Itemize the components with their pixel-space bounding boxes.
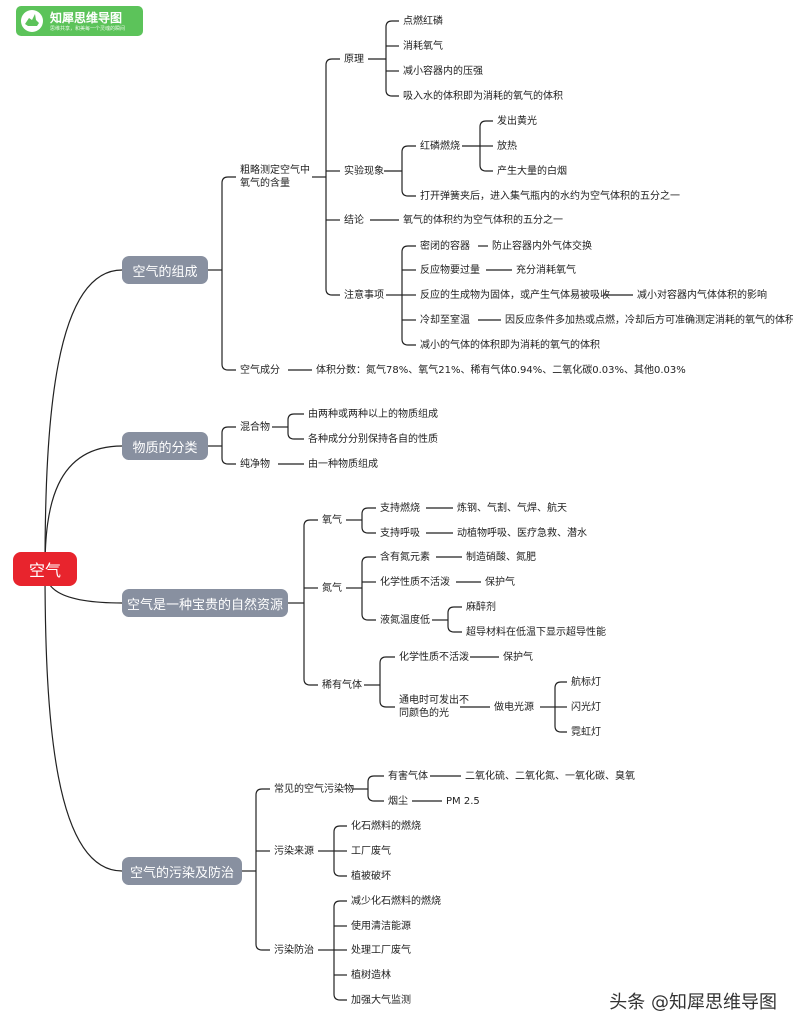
pollutant-1-detail[interactable]: 二氧化硫、二氧化氮、一氧化碳、臭氧 [465, 771, 635, 782]
rhino-logo-icon [21, 10, 43, 32]
leaf-prevention-1[interactable]: 减少化石燃料的燃烧 [351, 896, 441, 907]
node-notes[interactable]: 注意事项 [344, 290, 384, 301]
note-1-label[interactable]: 密闭的容器 [420, 241, 470, 252]
oxygen-2-label[interactable]: 支持呼吸 [380, 528, 420, 539]
leaf-prevention-5[interactable]: 加强大气监测 [351, 995, 411, 1006]
note-4-detail[interactable]: 因反应条件多加热或点燃，冷却后方可准确测定消耗的氧气的体积 [505, 315, 793, 326]
leaf-source-1[interactable]: 化石燃料的燃烧 [351, 821, 421, 832]
branch-composition[interactable]: 空气的组成 [122, 256, 208, 284]
leaf-prevention-3[interactable]: 处理工厂废气 [351, 945, 411, 956]
nitrogen-2-detail[interactable]: 保护气 [485, 577, 515, 588]
leaf-lamp-3[interactable]: 霓虹灯 [571, 727, 601, 738]
leaf-principle-3[interactable]: 减小容器内的压强 [403, 66, 483, 77]
node-mixture[interactable]: 混合物 [240, 422, 270, 433]
rare-light-use[interactable]: 做电光源 [494, 702, 534, 713]
node-prevention[interactable]: 污染防治 [274, 945, 314, 956]
leaf-prevention-2[interactable]: 使用清洁能源 [351, 921, 411, 932]
rare-light-label[interactable]: 通电时可发出不同颜色的光 [399, 695, 469, 719]
leaf-source-2[interactable]: 工厂废气 [351, 846, 391, 857]
pollutant-2-detail[interactable]: PM 2.5 [446, 796, 480, 807]
branch-classification[interactable]: 物质的分类 [122, 432, 208, 460]
pollutant-1-label[interactable]: 有害气体 [388, 771, 428, 782]
leaf-lamp-1[interactable]: 航标灯 [571, 677, 601, 688]
watermark: 头条 @知犀思维导图 [609, 992, 777, 1013]
nitrogen-2-label[interactable]: 化学性质不活泼 [380, 577, 450, 588]
node-rare-gas[interactable]: 稀有气体 [322, 680, 362, 691]
node-liquid-nitrogen[interactable]: 液氮温度低 [380, 615, 430, 626]
oxygen-2-detail[interactable]: 动植物呼吸、医疗急救、潜水 [457, 528, 587, 539]
leaf-principle-2[interactable]: 消耗氧气 [403, 41, 443, 52]
note-3-label[interactable]: 反应的生成物为固体，或产生气体易被吸收 [420, 290, 610, 301]
nitrogen-1-detail[interactable]: 制造硝酸、氮肥 [466, 552, 536, 563]
note-1-detail[interactable]: 防止容器内外气体交换 [492, 241, 592, 252]
leaf-prevention-4[interactable]: 植树造林 [351, 970, 391, 981]
root-node[interactable]: 空气 [13, 552, 77, 586]
node-pure[interactable]: 纯净物 [240, 459, 270, 470]
leaf-conclusion[interactable]: 氧气的体积约为空气体积的五分之一 [403, 215, 563, 226]
oxygen-1-detail[interactable]: 炼钢、气割、气焊、航天 [457, 503, 567, 514]
brand-logo: 知犀思维导图 思维共享，和美每一个灵魂的瞬间 [16, 6, 143, 36]
leaf-burn-1[interactable]: 发出黄光 [497, 116, 537, 127]
node-sources[interactable]: 污染来源 [274, 846, 314, 857]
leaf-lamp-2[interactable]: 闪光灯 [571, 702, 601, 713]
logo-slogan: 思维共享，和美每一个灵魂的瞬间 [50, 26, 126, 32]
leaf-burn-3[interactable]: 产生大量的白烟 [497, 166, 567, 177]
node-pollutants[interactable]: 常见的空气污染物 [274, 784, 354, 795]
note-5-label[interactable]: 减小的气体的体积即为消耗的氧气的体积 [420, 340, 600, 351]
node-components[interactable]: 空气成分 [240, 365, 280, 376]
note-3-detail[interactable]: 减小对容器内气体体积的影响 [637, 290, 767, 301]
note-2-detail[interactable]: 充分消耗氧气 [516, 265, 576, 276]
node-nitrogen[interactable]: 氮气 [322, 583, 342, 594]
node-conclusion[interactable]: 结论 [344, 215, 364, 226]
leaf-source-3[interactable]: 植被破坏 [351, 871, 391, 882]
rare-inert-detail[interactable]: 保护气 [503, 652, 533, 663]
nitrogen-1-label[interactable]: 含有氮元素 [380, 552, 430, 563]
leaf-principle-4[interactable]: 吸入水的体积即为消耗的氧气的体积 [403, 91, 563, 102]
oxygen-1-label[interactable]: 支持燃烧 [380, 503, 420, 514]
branch-resource[interactable]: 空气是一种宝贵的自然资源 [122, 589, 288, 617]
leaf-pure[interactable]: 由一种物质组成 [308, 459, 378, 470]
leaf-liquid-nitrogen-2[interactable]: 超导材料在低温下显示超导性能 [466, 627, 606, 638]
pollutant-2-label[interactable]: 烟尘 [388, 796, 408, 807]
logo-name: 知犀思维导图 [50, 11, 123, 25]
node-phosphorus-burn[interactable]: 红磷燃烧 [420, 141, 460, 152]
node-phenomena[interactable]: 实验现象 [344, 166, 384, 177]
node-principle[interactable]: 原理 [344, 54, 364, 65]
leaf-mixture-1[interactable]: 由两种或两种以上的物质组成 [308, 409, 438, 420]
leaf-burn-2[interactable]: 放热 [497, 141, 517, 152]
rare-inert-label[interactable]: 化学性质不活泼 [399, 652, 469, 663]
note-2-label[interactable]: 反应物要过量 [420, 265, 480, 276]
note-4-label[interactable]: 冷却至室温 [420, 315, 470, 326]
leaf-components[interactable]: 体积分数：氮气78%、氧气21%、稀有气体0.94%、二氧化碳0.03%、其他0… [316, 365, 686, 376]
leaf-open-clamp[interactable]: 打开弹簧夹后，进入集气瓶内的水约为空气体积的五分之一 [420, 191, 680, 202]
leaf-liquid-nitrogen-1[interactable]: 麻醉剂 [466, 602, 496, 613]
leaf-principle-1[interactable]: 点燃红磷 [403, 16, 443, 27]
node-oxygen[interactable]: 氧气 [322, 515, 342, 526]
leaf-mixture-2[interactable]: 各种成分分别保持各自的性质 [308, 434, 438, 445]
node-measure-oxygen[interactable]: 粗略测定空气中氧气的含量 [240, 165, 310, 189]
branch-pollution[interactable]: 空气的污染及防治 [122, 857, 242, 885]
